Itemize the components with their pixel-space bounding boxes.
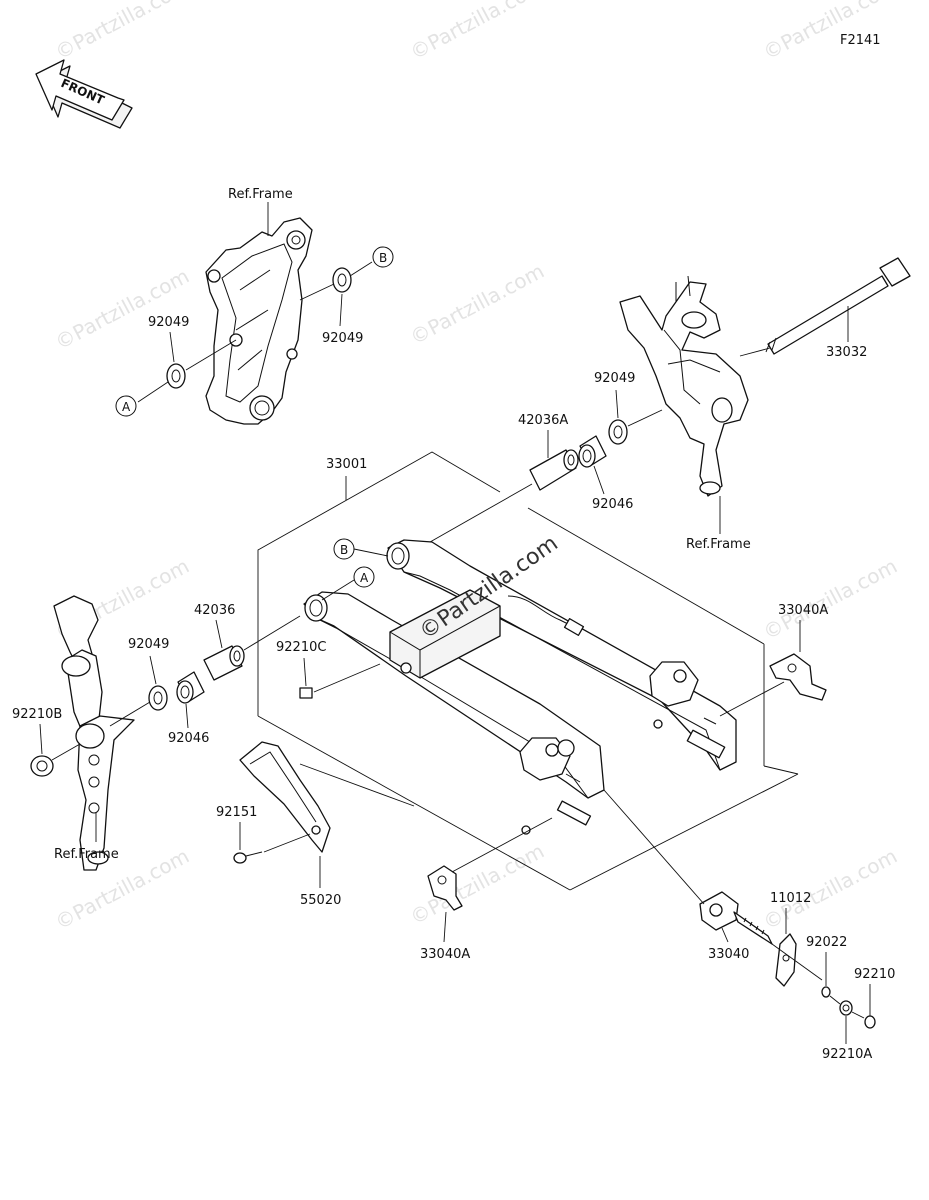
label-33001: 33001	[326, 457, 367, 472]
nut-92210	[864, 1015, 876, 1029]
stopper-plate-11012	[775, 933, 797, 987]
washer-92049-top-left	[166, 363, 186, 389]
swingarm-33001	[303, 539, 737, 835]
label-92046-left: 92046	[168, 731, 209, 746]
label-55020: 55020	[300, 893, 341, 908]
watermark: ©Partzilla.com	[759, 554, 901, 645]
label-33040A-right: 33040A	[778, 603, 828, 618]
swingarm-bracket	[257, 451, 799, 891]
frame-left	[53, 595, 135, 871]
pivot-bolt-33032	[765, 257, 911, 355]
label-92210C: 92210C	[276, 640, 326, 655]
bolt-92151	[233, 851, 263, 864]
label-92049-top-left: 92049	[148, 315, 189, 330]
label-33040: 33040	[708, 947, 749, 962]
callout-a-icon: A	[115, 395, 137, 417]
label-ref-frame-right: Ref.Frame	[686, 537, 751, 552]
label-92049-left: 92049	[128, 637, 169, 652]
chain-adjuster-33040	[699, 891, 773, 945]
front-arrow-icon: FRONT	[35, 59, 133, 129]
label-33032: 33032	[826, 345, 867, 360]
label-42036: 42036	[194, 603, 235, 618]
svg-text:A: A	[360, 571, 369, 585]
frame-pivot-plate-left	[205, 217, 313, 425]
watermark: ©Partzilla.com	[51, 0, 193, 64]
label-92022: 92022	[806, 935, 847, 950]
label-33040A-bottom: 33040A	[420, 947, 470, 962]
collar-42036	[203, 645, 245, 681]
watermark: ©Partzilla.com	[406, 0, 548, 64]
washer-92049-mid-right	[608, 419, 628, 445]
nut-92210A	[839, 1000, 853, 1016]
label-11012: 11012	[770, 891, 811, 906]
watermark: ©Partzilla.com	[406, 839, 548, 930]
label-ref-frame-left: Ref.Frame	[54, 847, 119, 862]
nut-92210B	[30, 755, 54, 777]
diagram-code: F2141	[840, 33, 881, 48]
adjuster-plate-33040A-bottom	[427, 865, 463, 911]
watermark: ©Partzilla.com	[759, 844, 901, 935]
label-92210A: 92210A	[822, 1047, 872, 1062]
label-42036A: 42036A	[518, 413, 568, 428]
callout-a-icon: A	[353, 566, 375, 588]
label-92049-top-right: 92049	[322, 331, 363, 346]
nut-92210C	[299, 687, 313, 699]
collar-42036A	[529, 449, 579, 491]
frame-right	[619, 275, 749, 497]
label-92210B: 92210B	[12, 707, 62, 722]
label-92046-right: 92046	[592, 497, 633, 512]
svg-text:A: A	[122, 400, 131, 414]
washer-92022	[821, 986, 831, 998]
washer-92049-left	[148, 685, 168, 711]
label-ref-frame-top: Ref.Frame	[228, 187, 293, 202]
svg-text:B: B	[379, 251, 387, 265]
bearing-92046-left	[176, 671, 205, 704]
callout-b-icon: B	[333, 538, 355, 560]
watermarks: ©Partzilla.com ©Partzilla.com ©Partzilla…	[51, 0, 901, 934]
washer-92049-top-right	[332, 267, 352, 293]
bearing-92046-right	[578, 435, 607, 468]
label-92210: 92210	[854, 967, 895, 982]
adjuster-plate-33040A-right	[769, 653, 827, 701]
watermark: ©Partzilla.com	[406, 259, 548, 350]
watermark: ©Partzilla.com	[51, 264, 193, 355]
label-92049-mid-right: 92049	[594, 371, 635, 386]
svg-text:B: B	[340, 543, 348, 557]
label-92151: 92151	[216, 805, 257, 820]
chain-guard-55020	[239, 741, 331, 853]
callout-b-icon: B	[372, 246, 394, 268]
